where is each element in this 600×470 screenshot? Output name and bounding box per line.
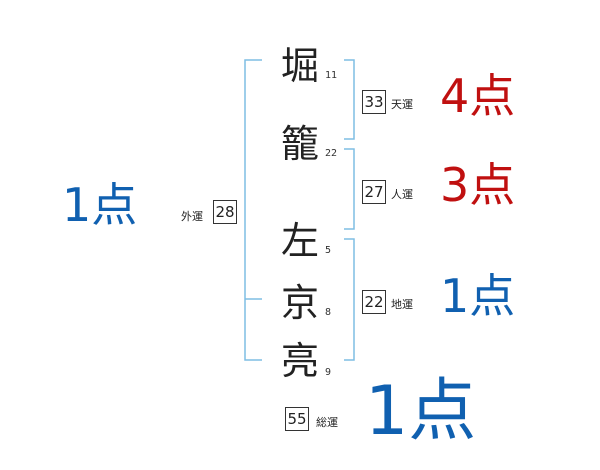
chikaku-bracket	[344, 238, 355, 361]
outer-bracket	[244, 59, 262, 361]
jinkaku-value: 27	[362, 180, 386, 204]
stroke-count-1: 11	[325, 70, 338, 81]
name-char-4: 京	[281, 281, 320, 325]
name-char-5: 亮	[281, 339, 320, 383]
stroke-count-3: 5	[325, 245, 332, 256]
jinkaku-label: 人運	[391, 188, 413, 201]
stroke-count-2: 22	[325, 148, 338, 159]
soukaku-score: 1点	[365, 372, 477, 451]
name-char-1: 堀	[281, 44, 320, 88]
tenkaku-score: 4点	[440, 69, 516, 123]
gaikaku-score: 1点	[62, 178, 138, 232]
gaikaku-label: 外運	[181, 210, 203, 223]
soukaku-label: 総運	[316, 416, 338, 429]
tenkaku-value: 33	[362, 90, 386, 114]
tenkaku-label: 天運	[391, 98, 413, 111]
jinkaku-score: 3点	[440, 158, 516, 212]
soukaku-value: 55	[285, 407, 309, 431]
chikaku-label: 地運	[391, 298, 413, 311]
gaikaku-value: 28	[213, 200, 237, 224]
chikaku-score: 1点	[440, 269, 516, 323]
name-char-3: 左	[281, 219, 320, 263]
chikaku-value: 22	[362, 290, 386, 314]
tenkaku-bracket	[344, 59, 355, 140]
jinkaku-bracket	[344, 148, 355, 230]
name-char-2: 籠	[281, 122, 320, 166]
stroke-count-5: 9	[325, 367, 332, 378]
stroke-count-4: 8	[325, 307, 332, 318]
